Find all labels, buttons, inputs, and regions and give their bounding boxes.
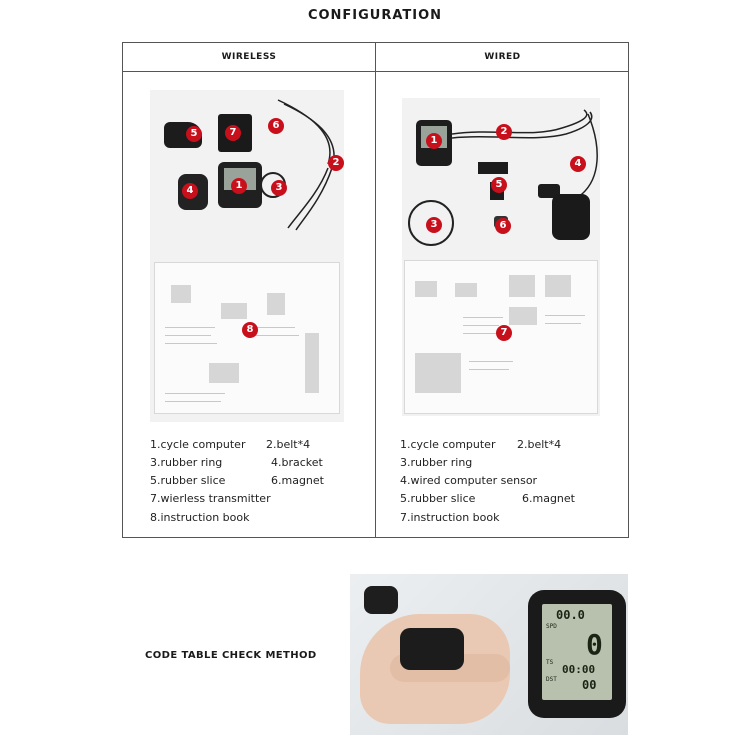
header-divider bbox=[123, 71, 628, 72]
cycle-computer-display bbox=[528, 590, 626, 718]
list-item: 3.rubber ring bbox=[400, 456, 473, 469]
display-dst-value: 00 bbox=[582, 678, 597, 692]
list-item: 8.instruction book bbox=[150, 511, 250, 524]
column-header-wired: WIRED bbox=[484, 52, 521, 62]
wireless-marker-8: 8 bbox=[242, 322, 258, 338]
list-item: 5.rubber slice bbox=[150, 474, 226, 487]
wired-marker-1: 1 bbox=[426, 133, 442, 149]
wired-marker-2: 2 bbox=[496, 124, 512, 140]
display-ts-label: TS bbox=[546, 659, 554, 666]
configuration-table: WIRELESS WIRED bbox=[122, 42, 629, 538]
list-item: 4.wired computer sensor bbox=[400, 474, 538, 487]
display-top-value: 00.0 bbox=[556, 608, 585, 622]
page-title: CONFIGURATION bbox=[307, 8, 443, 23]
wired-marker-4: 4 bbox=[570, 156, 586, 172]
display-ts-value: 00:00 bbox=[562, 663, 596, 676]
list-item: 7.instruction book bbox=[400, 511, 500, 524]
wired-marker-3: 3 bbox=[426, 217, 442, 233]
wireless-marker-5: 5 bbox=[186, 126, 202, 142]
list-item: 7.wierless transmitter bbox=[150, 492, 271, 505]
display-dst-label: DST bbox=[546, 676, 557, 683]
list-item: 4.bracket bbox=[271, 456, 323, 469]
code-table-photo: 00.0 SPD 0 TS 00:00 DST 00 bbox=[350, 574, 628, 735]
list-item: 1.cycle computer bbox=[400, 438, 496, 451]
wired-marker-5: 5 bbox=[491, 177, 507, 193]
code-table-check-label: CODE TABLE CHECK METHOD bbox=[145, 650, 317, 661]
wireless-marker-7: 7 bbox=[225, 125, 241, 141]
list-item: 2.belt*4 bbox=[517, 438, 562, 451]
column-header-wireless: WIRELESS bbox=[221, 52, 277, 62]
list-item: 2.belt*4 bbox=[266, 438, 311, 451]
list-item: 3.rubber ring bbox=[150, 456, 223, 469]
wireless-marker-2: 2 bbox=[328, 155, 344, 171]
wired-marker-7: 7 bbox=[496, 325, 512, 341]
display-spd-label: SPD bbox=[546, 623, 557, 630]
list-item: 6.magnet bbox=[271, 474, 324, 487]
list-item: 5.rubber slice bbox=[400, 492, 476, 505]
list-item: 6.magnet bbox=[522, 492, 575, 505]
column-divider bbox=[375, 43, 376, 537]
wireless-kit-photo bbox=[150, 90, 344, 422]
wireless-marker-6: 6 bbox=[268, 118, 284, 134]
wireless-marker-1: 1 bbox=[231, 178, 247, 194]
wireless-marker-3: 3 bbox=[271, 180, 287, 196]
list-item: 1.cycle computer bbox=[150, 438, 246, 451]
wireless-marker-4: 4 bbox=[182, 183, 198, 199]
display-big-value: 0 bbox=[586, 628, 603, 661]
wired-marker-6: 6 bbox=[495, 218, 511, 234]
